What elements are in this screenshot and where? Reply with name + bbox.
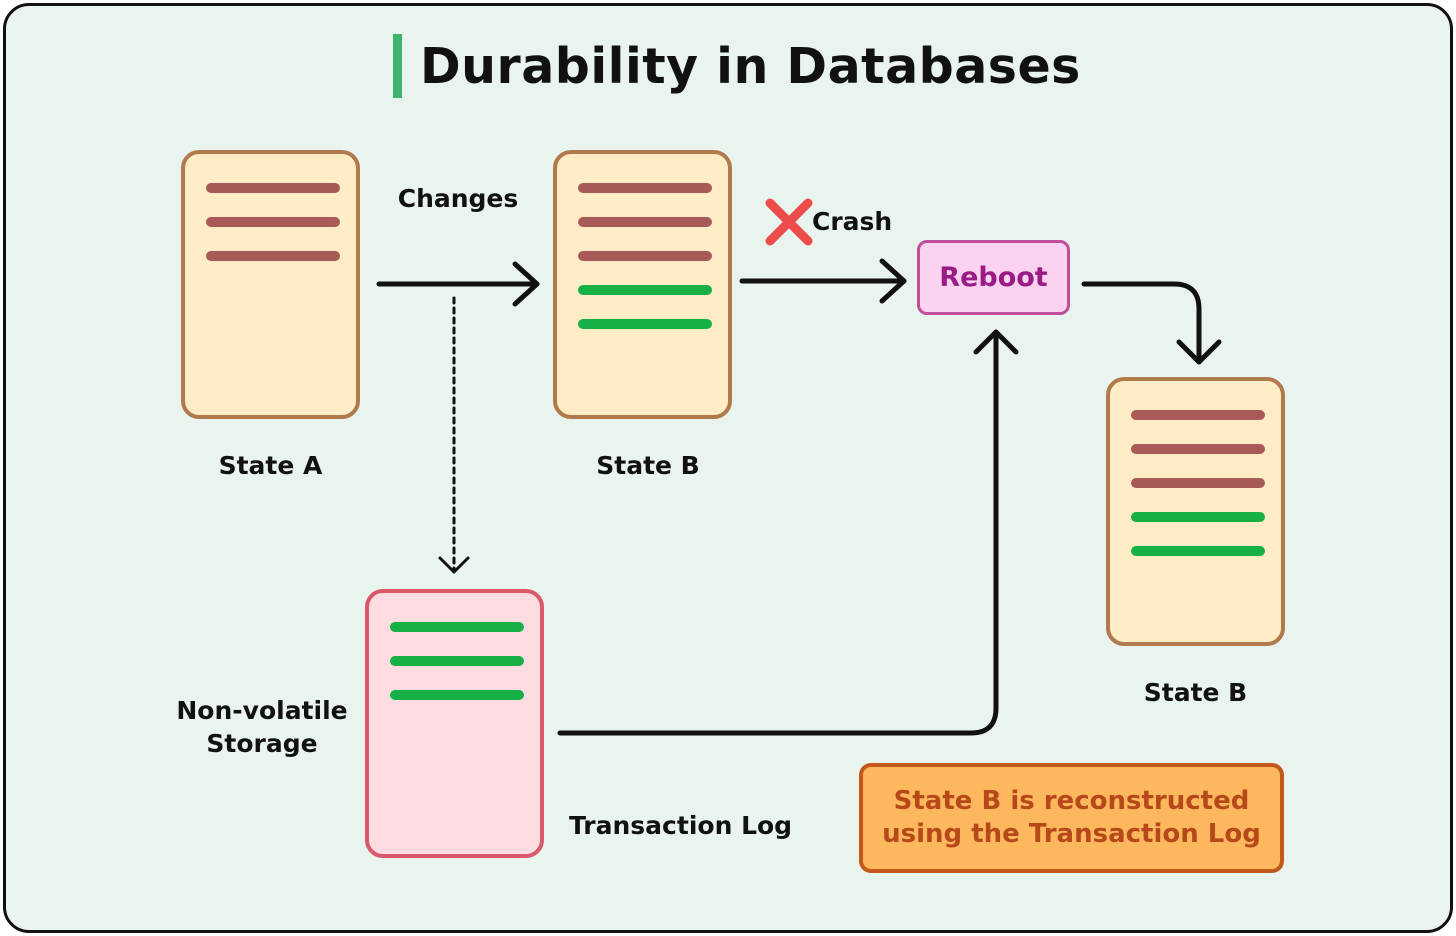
change-line: [578, 319, 712, 329]
cross-icon: [765, 198, 813, 246]
record-line: [1131, 444, 1265, 454]
storage-label-line1: Non-volatile: [176, 696, 348, 725]
restore-arrow-line: [1081, 281, 1202, 365]
storage-label-line2: Storage: [206, 729, 318, 758]
change-line: [1131, 546, 1265, 556]
storage-label: Non-volatile Storage: [162, 694, 362, 760]
change-line: [390, 622, 524, 632]
crash-arrow-head: [879, 258, 907, 304]
note-line2: using the Transaction Log: [882, 819, 1261, 849]
state-b-label: State B: [596, 451, 700, 480]
record-line: [206, 183, 340, 193]
replay-arrow-head: [973, 329, 1019, 355]
log-write-arrow-head: [438, 556, 470, 574]
note-line1: State B is reconstructed: [893, 786, 1250, 816]
state-b-restored-document: [1106, 377, 1285, 646]
title-accent-bar: [393, 34, 402, 98]
transaction-log-label: Transaction Log: [569, 811, 793, 840]
changes-arrow-head: [512, 261, 540, 307]
record-line: [1131, 410, 1265, 420]
record-line: [206, 217, 340, 227]
state-a-document: [181, 150, 360, 419]
change-line: [578, 285, 712, 295]
record-line: [578, 183, 712, 193]
record-line: [206, 251, 340, 261]
page-title: Durability in Databases: [420, 37, 1081, 95]
restore-arrow-head: [1176, 339, 1222, 365]
change-line: [390, 656, 524, 666]
title-block: Durability in Databases: [393, 33, 1081, 99]
changes-label: Changes: [397, 184, 519, 213]
state-b-document: [553, 150, 732, 419]
record-line: [1131, 478, 1265, 488]
record-line: [578, 217, 712, 227]
change-line: [1131, 512, 1265, 522]
state-a-label: State A: [218, 451, 323, 480]
crash-label: Crash: [812, 207, 893, 236]
record-line: [578, 251, 712, 261]
replay-arrow-line: [557, 329, 999, 736]
transaction-log-document: [365, 589, 544, 858]
change-line: [390, 690, 524, 700]
reboot-node: Reboot: [917, 240, 1070, 315]
state-b-restored-label: State B: [1143, 678, 1248, 707]
reconstruction-note: State B is reconstructed using the Trans…: [859, 763, 1284, 873]
